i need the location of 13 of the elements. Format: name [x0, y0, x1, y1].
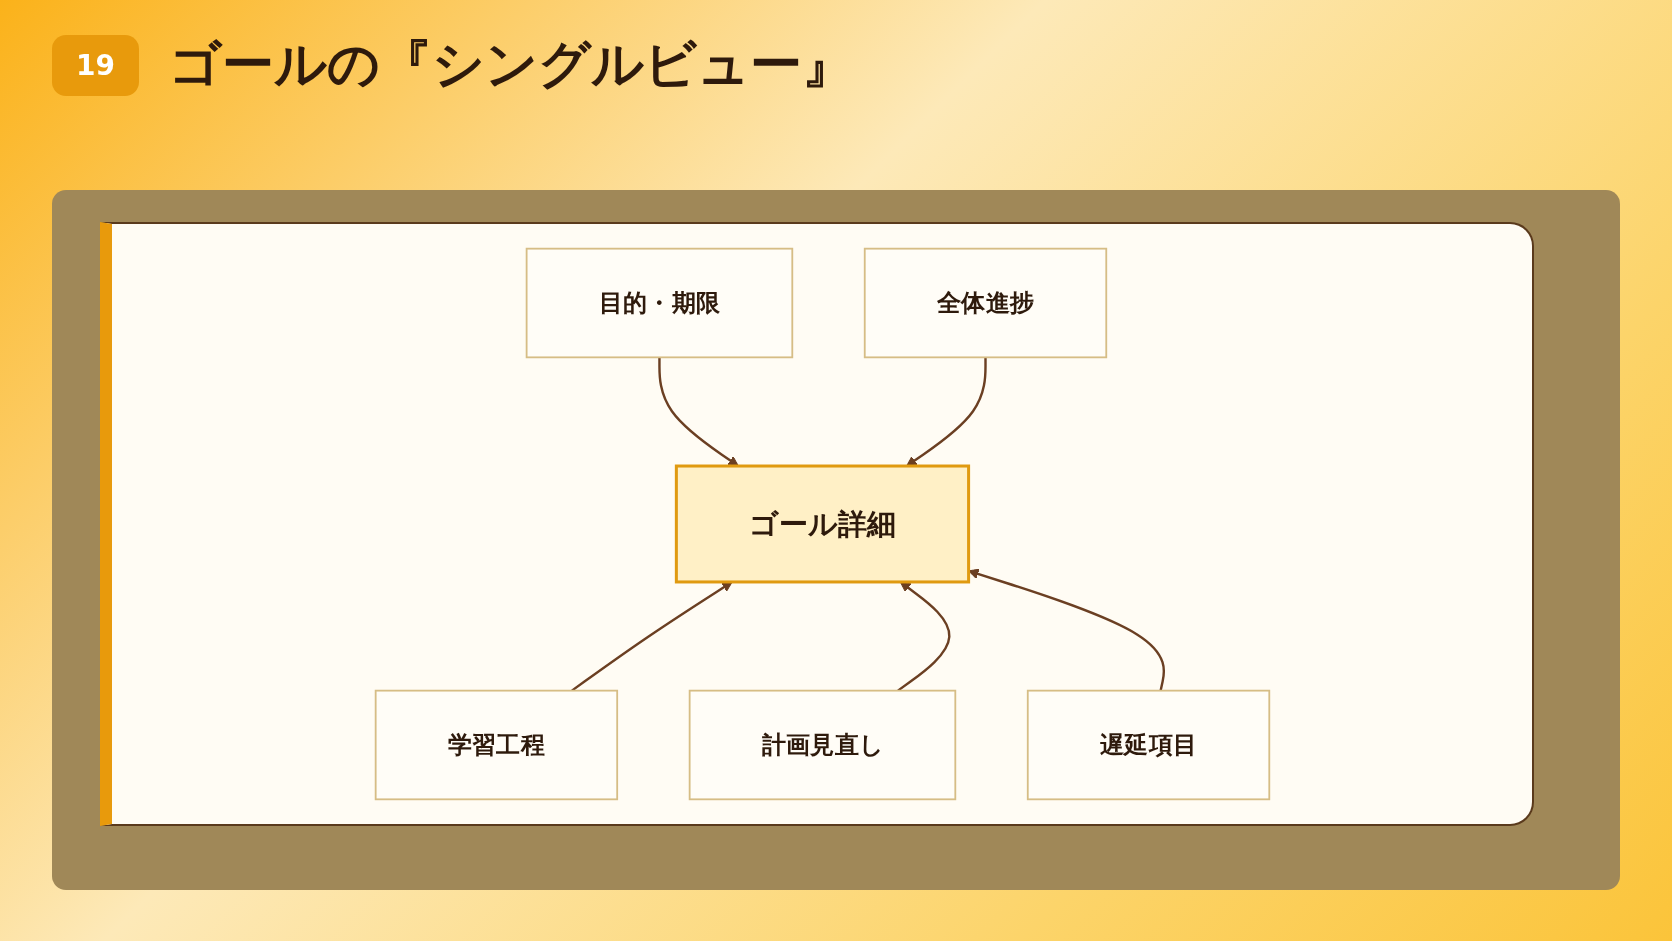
node-box: [674, 464, 970, 584]
node-box: [863, 247, 1107, 359]
node-box: [1026, 689, 1270, 801]
arrow: [657, 357, 739, 467]
node-box: [688, 689, 956, 801]
arrow: [905, 357, 987, 467]
node-box: [374, 689, 618, 801]
card-background: 目的・期限 全体進捗 ゴール詳細 学習工程 計画見直し 遅延項目: [100, 222, 1534, 826]
slide-title: ゴールの『シングルビュー』: [168, 33, 854, 96]
page-number-badge: 19: [52, 34, 139, 96]
arrow: [570, 581, 733, 692]
arrow: [896, 581, 951, 692]
node-box: [525, 247, 793, 359]
